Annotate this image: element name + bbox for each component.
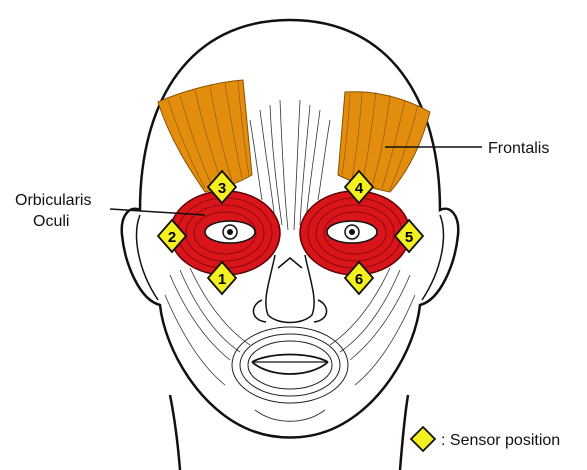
legend-sensor-icon [411,427,435,451]
orbicularis-oculi-right [300,191,410,275]
orbicularis-label-line1: Orbicularis [15,192,91,209]
svg-text:3: 3 [218,180,226,197]
orbicularis-label-line2: Oculi [33,213,69,230]
svg-text:2: 2 [168,229,176,246]
frontalis-label: Frontalis [488,140,549,157]
svg-text:1: 1 [218,271,226,288]
svg-text:5: 5 [405,229,413,246]
orbicularis-oculi-left [170,191,280,275]
svg-text:6: 6 [355,271,363,288]
svg-text:4: 4 [355,180,364,197]
legend-label: : Sensor position [441,432,560,449]
legend: : Sensor position [411,427,560,451]
